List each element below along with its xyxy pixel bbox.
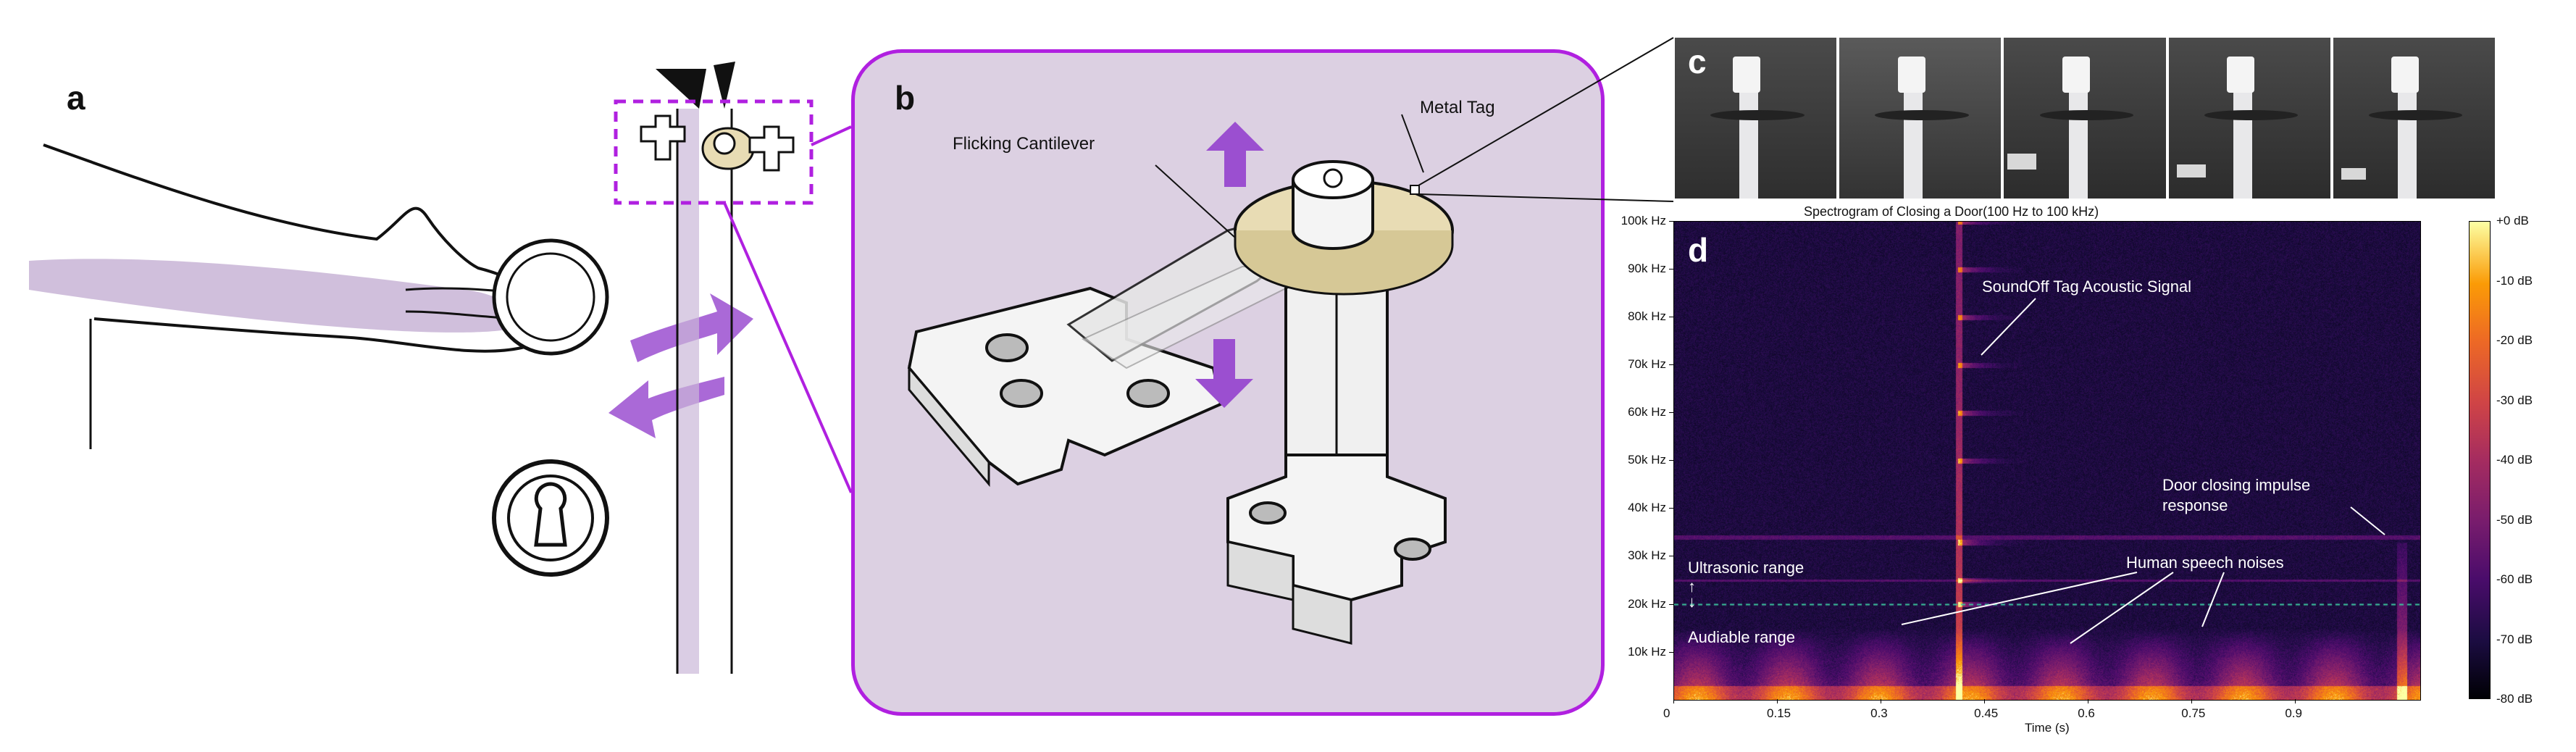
tag-cap-screw [1323, 168, 1343, 188]
x-tick-label: 0.3 [1870, 706, 1888, 720]
colorbar-tick-label: -10 dB [2496, 273, 2533, 288]
annotation-audible: Audiable range [1688, 628, 1796, 646]
y-tick-label: 70k Hz [1628, 357, 1666, 372]
colorbar-tick-label: -50 dB [2496, 512, 2533, 527]
x-axis-label: Time (s) [2025, 721, 2070, 735]
y-tick-mark [1669, 269, 1673, 270]
x-tick-mark [1984, 699, 1986, 703]
x-tick-mark [1777, 699, 1778, 703]
photo-strip [1675, 38, 2496, 199]
colorbar-tick-label: +0 dB [2496, 214, 2529, 227]
post-base-hole-2 [1394, 538, 1431, 561]
y-tick-mark [1669, 412, 1673, 414]
zoom-leader-bottom [723, 202, 853, 493]
photo-frame-4 [2168, 38, 2330, 199]
cantilever-base-side [908, 364, 990, 488]
panel-b-illustration [907, 114, 1454, 645]
y-tick-label: 50k Hz [1628, 453, 1666, 467]
annotation-tag-signal: SoundOff Tag Acoustic Signal [1982, 277, 2192, 296]
x-tick-label: 0.6 [2078, 706, 2095, 720]
updown-arrow-icon: ↑↓ [1688, 577, 1696, 611]
lock-inner [507, 475, 594, 561]
y-tick-label: 10k Hz [1628, 644, 1666, 659]
mini-post [713, 132, 736, 155]
keyhole-icon [534, 482, 567, 547]
annotation-speech: Human speech noises [2126, 553, 2284, 572]
cantilever-leader [1155, 164, 1236, 238]
tag-leader [1401, 114, 1424, 173]
colorbar-tick-label: -80 dB [2496, 692, 2533, 706]
tag-highlight-box [614, 99, 814, 205]
post-base-side2 [1292, 584, 1352, 645]
y-tick-label: 90k Hz [1628, 262, 1666, 276]
annotation-ultrasonic: Ultrasonic range [1688, 559, 1805, 577]
x-tick-label: 0.9 [2285, 706, 2302, 720]
colorbar-tick-label: -60 dB [2496, 572, 2533, 586]
colorbar-tick-label: -20 dB [2496, 333, 2533, 347]
y-tick-mark [1669, 603, 1673, 605]
colorbar [2469, 221, 2491, 699]
base-hole-3 [1126, 379, 1170, 408]
y-tick-label: 40k Hz [1628, 501, 1666, 515]
y-tick-label: 80k Hz [1628, 309, 1666, 324]
y-tick-mark [1669, 364, 1673, 366]
metal-tag-edge [1234, 230, 1454, 296]
door-edge-shading [677, 109, 699, 674]
mini-base [748, 125, 795, 172]
flick-arrow-up-icon [1206, 122, 1264, 187]
label-flicking-cantilever: Flicking Cantilever [953, 134, 1095, 154]
colorbar-tick-label: -40 dB [2496, 453, 2533, 467]
tag-marker [1410, 185, 1420, 195]
photo-frame-5 [2333, 38, 2496, 199]
x-tick-label: 0 [1663, 706, 1670, 720]
impact-mark-right [714, 62, 735, 109]
chart-title: Spectrogram of Closing a Door(100 Hz to … [1804, 204, 2099, 219]
y-tick-label: 60k Hz [1628, 405, 1666, 419]
door-knob-outer [492, 238, 609, 356]
y-tick-label: 30k Hz [1628, 548, 1666, 563]
y-tick-mark [1669, 460, 1673, 461]
zoom-leader-top [811, 125, 852, 146]
flick-arrow-down-icon [1195, 339, 1253, 408]
close-arrow-icon [609, 377, 724, 438]
photo-frame-2 [1839, 38, 2002, 199]
post-base-hole-1 [1249, 501, 1287, 525]
y-tick-mark [1669, 651, 1673, 653]
x-tick-mark [1673, 699, 1674, 703]
base-hole-2 [1000, 379, 1043, 408]
annotation-door-line2: response [2162, 496, 2228, 514]
x-tick-label: 0.15 [1767, 706, 1791, 720]
panel-label-b: b [895, 79, 916, 117]
x-tick-label: 0.75 [2181, 706, 2206, 720]
impact-mark-left [656, 69, 706, 109]
panel-label-c: c [1688, 43, 1707, 80]
panel-label-d: d [1688, 231, 1709, 269]
y-tick-mark [1669, 508, 1673, 509]
y-tick-label: 20k Hz [1628, 596, 1666, 611]
arm-shading [29, 259, 516, 333]
label-metal-tag: Metal Tag [1420, 98, 1495, 117]
y-tick-mark [1669, 221, 1673, 222]
door-knob-inner [506, 252, 595, 342]
photo-frame-1 [1675, 38, 1837, 199]
photo-frame-3 [2004, 38, 2166, 199]
panel-label-a: a [67, 79, 85, 117]
panel-a-illustration [29, 62, 853, 674]
base-hole-1 [985, 333, 1029, 362]
colorbar-tick-label: -70 dB [2496, 632, 2533, 646]
mini-cantilever-base [640, 114, 686, 161]
annotation-door-line1: Door closing impulse [2162, 476, 2311, 494]
y-tick-label: 100k Hz [1621, 214, 1666, 227]
lock-outer [492, 459, 609, 577]
colorbar-tick-label: -30 dB [2496, 393, 2533, 407]
x-tick-mark [2191, 699, 2193, 703]
x-tick-label: 0.45 [1974, 706, 1999, 720]
x-tick-mark [2295, 699, 2296, 703]
